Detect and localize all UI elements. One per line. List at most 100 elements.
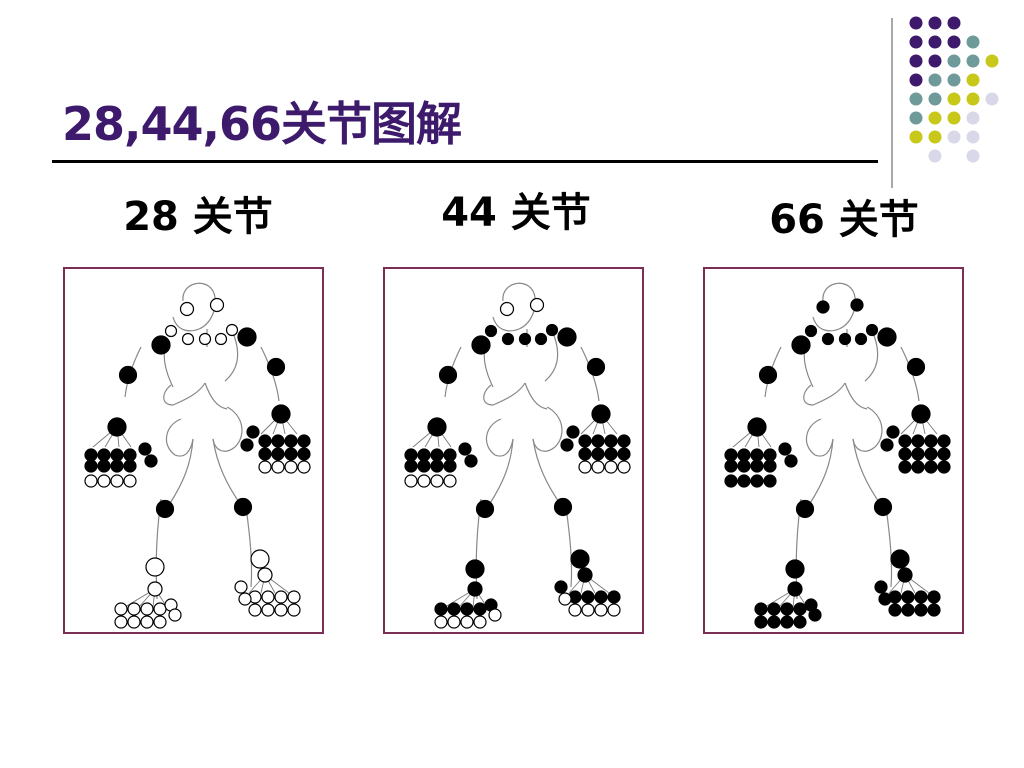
decor-dot: [928, 92, 942, 106]
decor-dot: [947, 73, 961, 87]
decor-dot: [928, 149, 942, 163]
left-hand-joint: [404, 459, 418, 473]
left-hand-joint: [97, 448, 111, 462]
decor-dot: [928, 111, 942, 125]
knee-joint: [890, 549, 910, 569]
right-hand-joint: [604, 460, 618, 474]
left-hand-joint: [737, 448, 751, 462]
skeleton-diagram-44: [404, 282, 631, 629]
wrist-joint: [747, 417, 767, 437]
left-toe-joint: [808, 608, 822, 622]
decor-dot: [928, 73, 942, 87]
neck-joint: [518, 332, 532, 346]
body-outline: [524, 382, 548, 410]
left-foot-joint: [460, 602, 474, 616]
body-outline: [812, 282, 856, 332]
left-hand-joint: [443, 448, 457, 462]
knee-joint: [785, 559, 805, 579]
hip-joint: [873, 497, 893, 517]
shoulder-joint: [471, 335, 491, 355]
body-outline: [172, 282, 216, 332]
right-hand-joint: [297, 434, 311, 448]
right-thumb-joint: [880, 438, 894, 452]
left-hand-joint: [404, 474, 418, 488]
decor-dot: [928, 35, 942, 49]
right-hand-joint: [898, 447, 912, 461]
wrist-joint: [911, 404, 931, 424]
decorative-vertical-rule: [891, 18, 893, 188]
elbow-joint: [906, 357, 926, 377]
right-hand-joint: [271, 434, 285, 448]
decor-dot: [909, 16, 923, 30]
left-hand-joint: [724, 459, 738, 473]
body-outline: [532, 438, 562, 506]
left-foot-joint: [127, 602, 141, 616]
skeleton-panel-28: [63, 267, 324, 634]
body-outline: [844, 382, 868, 410]
shoulder-joint: [791, 335, 811, 355]
left-hand-joint: [737, 459, 751, 473]
skeleton-diagram-66: [724, 282, 951, 629]
ankle-joint: [577, 567, 593, 583]
right-foot-joint: [581, 603, 595, 617]
left-foot-joint: [767, 602, 781, 616]
left-foot-joint: [140, 615, 154, 629]
decor-dot: [947, 35, 961, 49]
left-hand-joint: [430, 459, 444, 473]
right-foot-joint: [274, 603, 288, 617]
left-foot-joint: [153, 602, 167, 616]
left-hand-joint: [417, 459, 431, 473]
right-foot-joint: [888, 603, 902, 617]
right-foot-joint: [568, 603, 582, 617]
left-hand-joint: [443, 474, 457, 488]
right-hand-joint: [578, 460, 592, 474]
left-hand-joint: [417, 474, 431, 488]
left-thumb-joint: [784, 454, 798, 468]
left-foot-joint: [780, 602, 794, 616]
panel-label-28: 28 关节: [123, 194, 273, 240]
slide-title: 28,44,66关节图解: [62, 97, 462, 151]
knee-joint: [145, 557, 165, 577]
right-hand-joint: [284, 460, 298, 474]
elbow-joint: [438, 365, 458, 385]
hip-joint: [155, 499, 175, 519]
left-hand-joint: [750, 474, 764, 488]
decor-dot: [909, 73, 923, 87]
right-hand-joint: [898, 434, 912, 448]
body-outline: [488, 438, 514, 506]
head-joint: [499, 301, 515, 317]
left-thumb-joint: [778, 442, 792, 456]
right-hand-joint: [258, 447, 272, 461]
neck-joint: [838, 332, 852, 346]
body-outline: [163, 382, 206, 406]
decor-dot: [928, 130, 942, 144]
decor-dot: [909, 54, 923, 68]
left-foot-joint: [460, 615, 474, 629]
neck-joint: [484, 324, 498, 338]
right-hand-joint: [297, 447, 311, 461]
decorative-dot-grid: [909, 16, 999, 163]
right-foot-joint: [261, 603, 275, 617]
body-outline: [492, 282, 536, 332]
right-hand-joint: [924, 447, 938, 461]
left-foot-joint: [434, 602, 448, 616]
decor-dot: [966, 130, 980, 144]
neck-joint: [804, 324, 818, 338]
left-hand-joint: [737, 474, 751, 488]
ankle-joint: [257, 567, 273, 583]
knee-joint: [465, 559, 485, 579]
elbow-joint: [266, 357, 286, 377]
body-outline: [483, 382, 526, 406]
decor-dot: [909, 111, 923, 125]
shoulder-joint: [151, 335, 171, 355]
left-thumb-joint: [138, 442, 152, 456]
left-hand-joint: [430, 474, 444, 488]
right-hand-joint: [591, 460, 605, 474]
left-foot-joint: [114, 615, 128, 629]
right-hand-joint: [284, 447, 298, 461]
left-hand-joint: [97, 459, 111, 473]
right-foot-joint: [287, 590, 301, 604]
hip-joint: [475, 499, 495, 519]
body-outline: [544, 332, 559, 382]
left-hand-joint: [110, 459, 124, 473]
